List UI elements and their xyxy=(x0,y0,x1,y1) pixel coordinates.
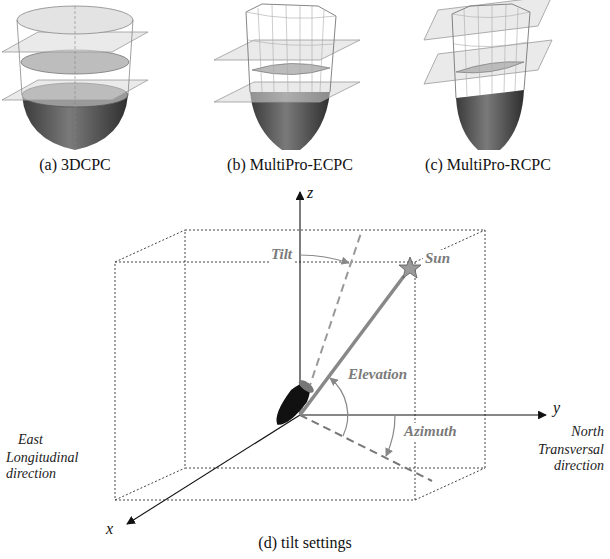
rcpc-body xyxy=(456,90,524,150)
direction-label: East xyxy=(18,432,43,448)
wireframe xyxy=(246,4,336,92)
axis-label: x xyxy=(106,520,113,538)
figure-caption: (d) tilt settings xyxy=(258,534,351,552)
receiver-aperture xyxy=(297,378,316,395)
azimuth-arc xyxy=(386,415,395,456)
cross-section xyxy=(252,63,330,74)
cube-front-face xyxy=(115,262,415,500)
wall-line xyxy=(17,20,22,95)
subfigure-caption: (a) 3DCPC xyxy=(39,156,111,174)
section-plane xyxy=(424,0,552,40)
subfigure-caption: (b) MultiPro-ECPC xyxy=(227,156,353,174)
cube-edge xyxy=(115,468,185,500)
angle-label: Tilt xyxy=(269,246,294,263)
wireframe xyxy=(246,5,336,92)
axis-label: y xyxy=(553,399,560,417)
angle-label: Elevation xyxy=(346,366,409,383)
direction-label: Transversal direction xyxy=(522,442,604,474)
wall-line xyxy=(128,20,133,95)
elevation-arc xyxy=(330,378,348,436)
rcpc-figure xyxy=(424,0,552,150)
direction-label: Longitudinal direction xyxy=(6,450,98,482)
sun-label: Sun xyxy=(423,250,452,267)
receiver xyxy=(269,377,316,431)
cube-edge xyxy=(115,230,185,262)
aperture xyxy=(17,6,133,34)
cpc-3d-figure xyxy=(2,6,148,150)
receiver-body xyxy=(269,377,316,431)
x-axis xyxy=(127,415,300,524)
wireframe xyxy=(452,4,530,98)
y-axis xyxy=(300,414,546,415)
sun-star xyxy=(399,257,421,278)
axes xyxy=(127,192,546,524)
section-plane xyxy=(214,82,360,102)
subfigure-caption: (c) MultiPro-RCPC xyxy=(425,156,551,174)
tilt-arc xyxy=(300,255,349,263)
axis-line xyxy=(75,6,76,150)
ecpc-figure xyxy=(214,4,360,150)
axis-label: z xyxy=(307,184,313,202)
sun-ray xyxy=(300,276,404,415)
angle-label: Azimuth xyxy=(402,423,459,440)
wireframe xyxy=(452,5,530,96)
direction-label: North xyxy=(571,424,604,440)
cube-edge xyxy=(415,468,485,500)
